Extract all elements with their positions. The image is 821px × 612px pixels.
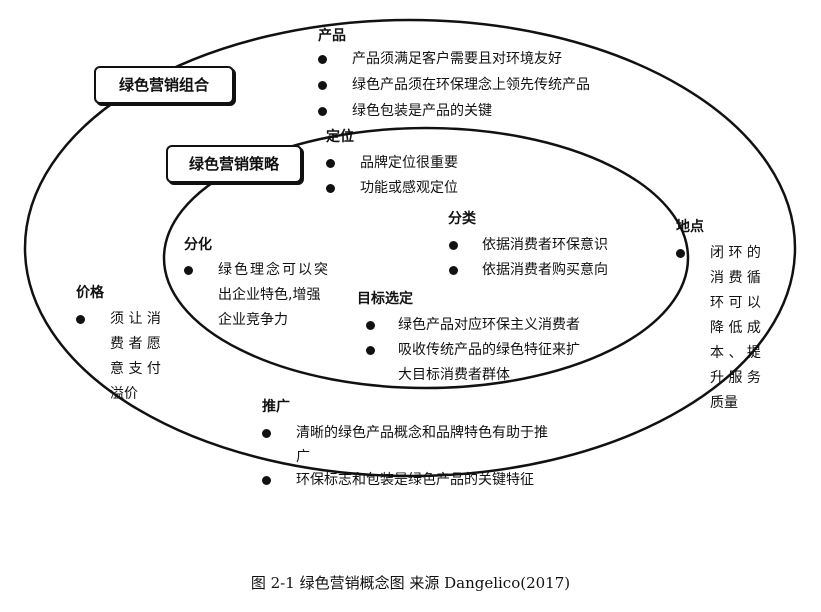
- place-line-1: 闭 环 的: [710, 245, 761, 261]
- outer-ellipse: [23, 18, 797, 478]
- classification-item-2: 依据消费者购买意向: [482, 262, 608, 278]
- differentiation-title: 分化: [184, 237, 212, 253]
- targeting-item-2-line-2: 大目标消费者群体: [398, 367, 510, 383]
- differentiation-line-2: 出企业特色,增强: [218, 287, 321, 303]
- place-line-3: 环 可 以: [710, 295, 761, 311]
- price-line-2: 费 者 愿: [110, 336, 161, 352]
- inner-ellipse: [162, 126, 690, 390]
- bullet-icon: [449, 241, 458, 250]
- product-item-2: 绿色产品须在环保理念上领先传统产品: [352, 77, 590, 93]
- place-line-7: 质量: [710, 395, 738, 411]
- bullet-icon: [318, 55, 327, 64]
- bullet-icon: [676, 249, 685, 258]
- targeting-title: 目标选定: [357, 291, 413, 307]
- price-line-4: 溢价: [110, 386, 138, 402]
- promotion-item-1-line-1: 清晰的绿色产品概念和品牌特色有助于推: [296, 425, 548, 441]
- bullet-icon: [262, 476, 271, 485]
- positioning-item-1: 品牌定位很重要: [360, 155, 458, 171]
- bullet-icon: [366, 346, 375, 355]
- bullet-icon: [262, 429, 271, 438]
- bullet-icon: [184, 266, 193, 275]
- bullet-icon: [326, 184, 335, 193]
- place-line-2: 消 费 循: [710, 270, 761, 286]
- green-marketing-mix-label: 绿色营销组合: [94, 66, 234, 104]
- bullet-icon: [76, 315, 85, 324]
- product-title: 产品: [318, 28, 346, 44]
- differentiation-line-3: 企业竞争力: [218, 312, 288, 328]
- targeting-item-2-line-1: 吸收传统产品的绿色特征来扩: [398, 342, 580, 358]
- price-line-1: 须 让 消: [110, 311, 161, 327]
- promotion-title: 推广: [262, 399, 290, 415]
- price-title: 价格: [76, 285, 104, 301]
- classification-title: 分类: [448, 211, 476, 227]
- product-item-3: 绿色包装是产品的关键: [352, 103, 492, 119]
- product-item-1: 产品须满足客户需要且对环境友好: [352, 51, 562, 67]
- bullet-icon: [366, 321, 375, 330]
- place-line-5: 本 、 提: [710, 345, 761, 361]
- differentiation-line-1: 绿色理念可以突: [218, 262, 330, 278]
- place-line-6: 升 服 务: [710, 370, 761, 386]
- place-line-4: 降 低 成: [710, 320, 761, 336]
- bullet-icon: [449, 266, 458, 275]
- figure-caption: 图 2-1 绿色营销概念图 来源 Dangelico(2017): [250, 574, 571, 592]
- green-marketing-strategy-label: 绿色营销策略: [166, 145, 302, 183]
- bullet-icon: [318, 81, 327, 90]
- positioning-item-2: 功能或感观定位: [360, 180, 458, 196]
- promotion-item-1-line-2: 广: [296, 449, 310, 465]
- targeting-item-1: 绿色产品对应环保主义消费者: [398, 317, 580, 333]
- positioning-title: 定位: [326, 129, 354, 145]
- place-title: 地点: [676, 219, 704, 235]
- bullet-icon: [318, 107, 327, 116]
- bullet-icon: [326, 159, 335, 168]
- price-line-3: 意 支 付: [110, 361, 161, 377]
- promotion-item-2: 环保标志和包装是绿色产品的关键特征: [296, 472, 534, 488]
- classification-item-1: 依据消费者环保意识: [482, 237, 608, 253]
